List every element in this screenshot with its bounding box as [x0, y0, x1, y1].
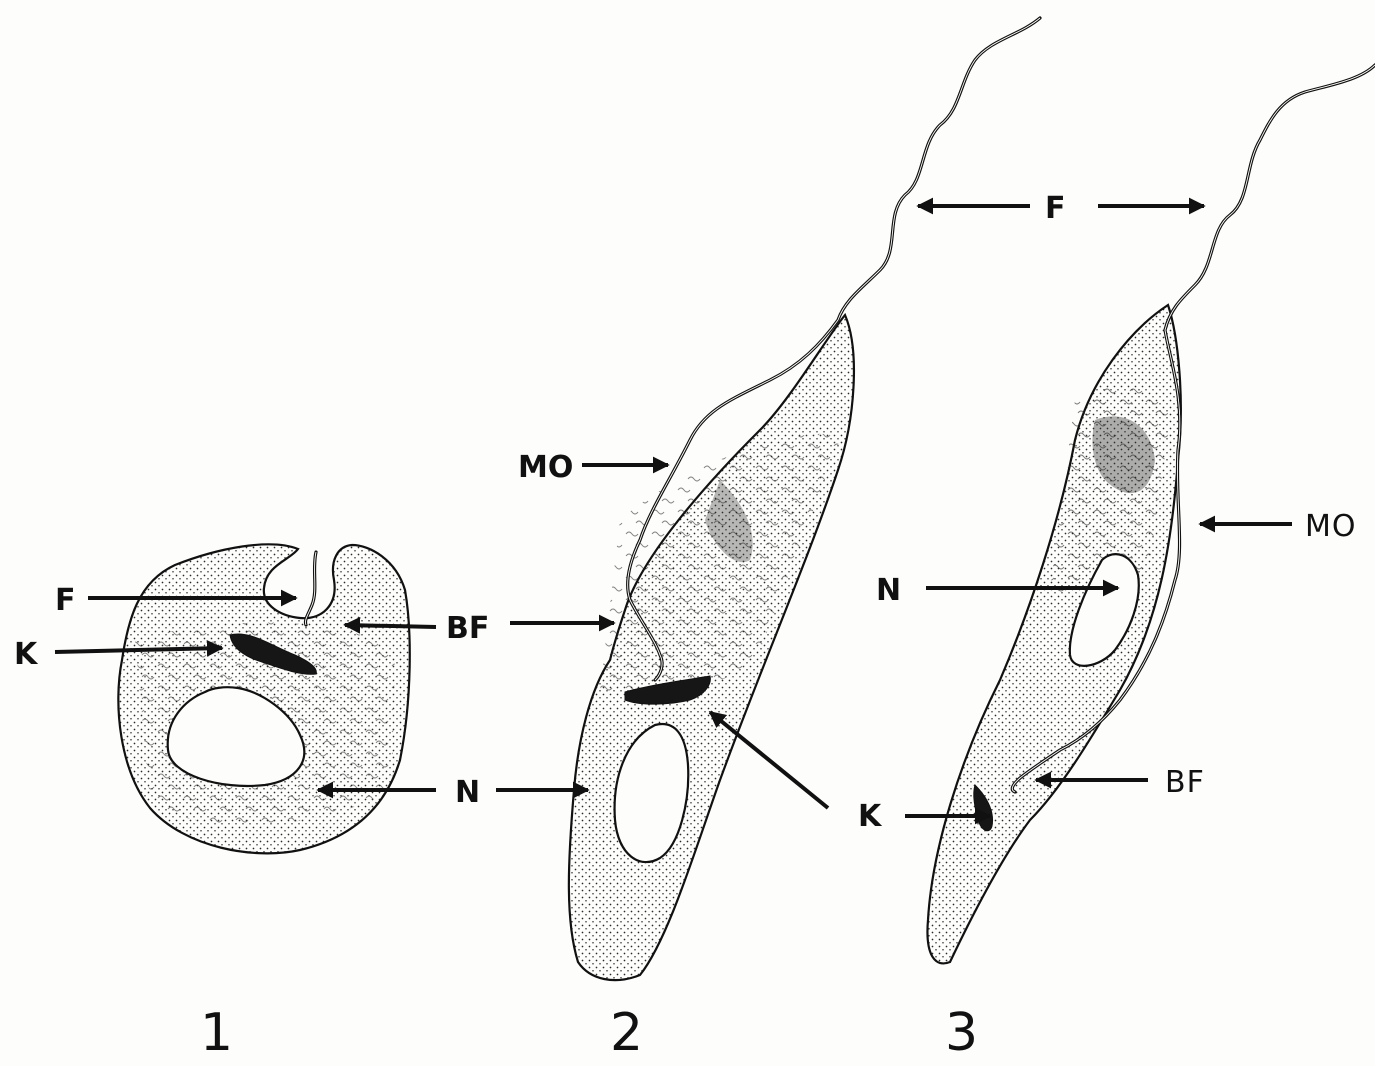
- label-cell3-flagellum: F: [1045, 191, 1066, 226]
- label-cell3-mo: MO: [1305, 509, 1357, 544]
- cell-1: [118, 544, 409, 853]
- label-cell1-bf: BF: [446, 611, 489, 646]
- panel-number-3: 3: [945, 1003, 978, 1063]
- label-cell1-kinetoplast: K: [14, 637, 39, 672]
- label-cell1-flagellum: F: [55, 583, 76, 618]
- panel-number-1: 1: [200, 1003, 233, 1063]
- label-cell2-kinetoplast: K: [858, 799, 883, 834]
- label-cell3-bf: BF: [1165, 765, 1205, 800]
- label-cell1-nucleus: N: [455, 775, 480, 810]
- label-cell2-mo: MO: [518, 450, 573, 485]
- arrow-cell1-bf: [345, 625, 436, 627]
- label-cell3-nucleus: N: [876, 573, 901, 608]
- panel-number-2: 2: [610, 1003, 643, 1063]
